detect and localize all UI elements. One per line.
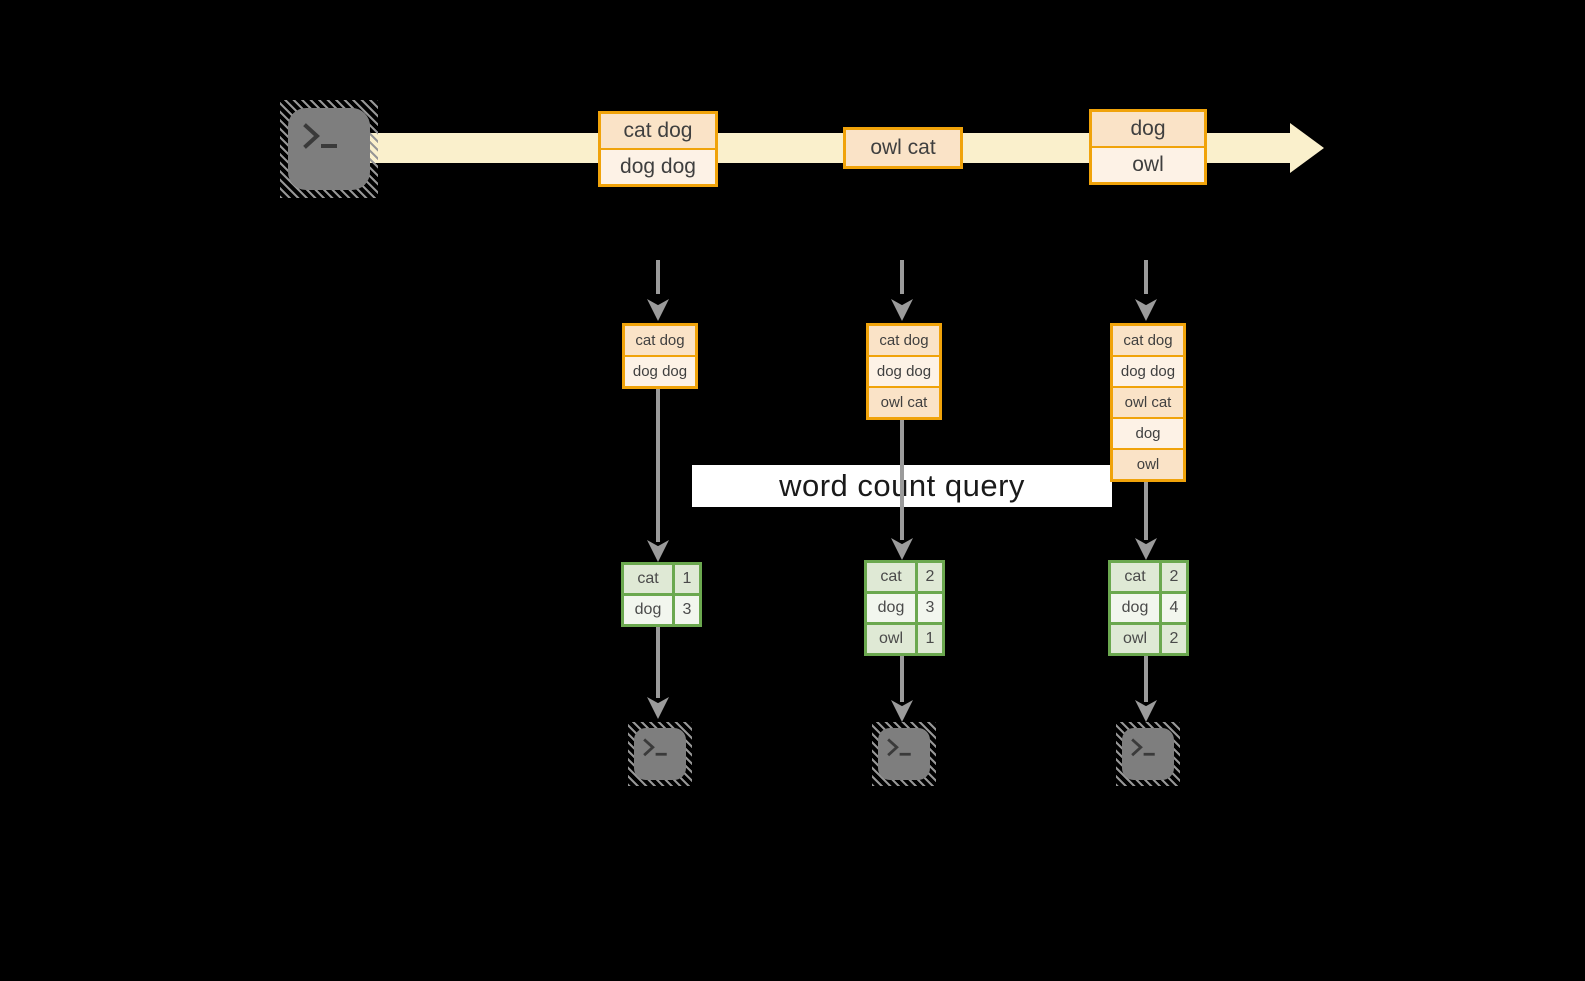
batch-box-1: cat dog dog dog	[598, 111, 718, 187]
word-cell: owl	[1111, 625, 1159, 653]
stream-line: owl	[1092, 148, 1204, 182]
count-cell: 3	[918, 594, 942, 622]
terminal-prompt-icon	[303, 123, 337, 149]
arrow-line	[1144, 656, 1148, 702]
dashed-arrow-line	[900, 260, 904, 294]
state-line: dog dog	[869, 357, 939, 386]
result-table-1: cat 1 dog 3	[621, 562, 702, 627]
dashed-arrow-line	[1144, 260, 1148, 294]
state-line: dog dog	[1113, 357, 1183, 386]
terminal-body	[288, 108, 370, 190]
result-table-3: cat 2 dog 4 owl 2	[1108, 560, 1189, 656]
count-cell: 2	[1162, 625, 1186, 653]
count-cell: 1	[918, 625, 942, 653]
word-cell: dog	[1111, 594, 1159, 622]
result-row: owl 2	[1111, 625, 1186, 653]
state-line: cat dog	[1113, 326, 1183, 355]
word-cell: cat	[1111, 563, 1159, 591]
word-cell: dog	[624, 596, 672, 624]
batch-box-3: dog owl	[1089, 109, 1207, 185]
count-cell: 3	[675, 596, 699, 624]
state-box-1: cat dog dog dog	[622, 323, 698, 389]
state-line: owl cat	[869, 388, 939, 417]
arrow-line	[900, 656, 904, 702]
arrow-line	[1144, 482, 1148, 540]
state-line: cat dog	[625, 326, 695, 355]
stream-line: dog dog	[601, 150, 715, 184]
sink-terminal-icon	[1116, 722, 1180, 786]
state-line: owl cat	[1113, 388, 1183, 417]
state-line: dog	[1113, 419, 1183, 448]
arrowhead-icon	[647, 697, 669, 719]
sink-terminal-icon	[628, 722, 692, 786]
result-row: cat 2	[867, 563, 942, 591]
terminal-prompt-icon	[643, 738, 667, 757]
state-line: dog dog	[625, 357, 695, 386]
state-box-3: cat dog dog dog owl cat dog owl	[1110, 323, 1186, 482]
result-row: owl 1	[867, 625, 942, 653]
count-cell: 4	[1162, 594, 1186, 622]
arrowhead-icon	[1135, 299, 1157, 321]
result-table-2: cat 2 dog 3 owl 1	[864, 560, 945, 656]
dashed-arrow-line	[656, 260, 660, 294]
arrowhead-icon	[891, 538, 913, 560]
arrowhead-icon	[1135, 700, 1157, 722]
arrowhead-icon	[891, 700, 913, 722]
result-row: dog 3	[867, 594, 942, 622]
word-cell: owl	[867, 625, 915, 653]
arrowhead-icon	[647, 540, 669, 562]
arrow-line	[900, 420, 904, 540]
arrow-line	[656, 389, 660, 542]
stream-line: dog	[1092, 112, 1204, 146]
result-row: cat 2	[1111, 563, 1186, 591]
state-line: cat dog	[869, 326, 939, 355]
word-cell: cat	[624, 565, 672, 593]
stream-timeline-arrowhead-icon	[1290, 123, 1324, 173]
sink-terminal-icon	[872, 722, 936, 786]
count-cell: 1	[675, 565, 699, 593]
terminal-body	[1122, 728, 1174, 780]
arrow-line	[656, 627, 660, 698]
source-terminal-icon	[280, 100, 378, 198]
count-cell: 2	[1162, 563, 1186, 591]
result-row: dog 4	[1111, 594, 1186, 622]
terminal-prompt-icon	[887, 738, 911, 757]
arrowhead-icon	[891, 299, 913, 321]
terminal-body	[878, 728, 930, 780]
terminal-prompt-icon	[1131, 738, 1155, 757]
state-line: owl	[1113, 450, 1183, 479]
result-row: cat 1	[624, 565, 699, 593]
arrowhead-icon	[1135, 538, 1157, 560]
stream-line: owl cat	[846, 130, 960, 166]
count-cell: 2	[918, 563, 942, 591]
arrowhead-icon	[647, 299, 669, 321]
result-row: dog 3	[624, 596, 699, 624]
word-cell: cat	[867, 563, 915, 591]
stream-line: cat dog	[601, 114, 715, 148]
word-cell: dog	[867, 594, 915, 622]
state-box-2: cat dog dog dog owl cat	[866, 323, 942, 420]
batch-box-2: owl cat	[843, 127, 963, 169]
terminal-body	[634, 728, 686, 780]
